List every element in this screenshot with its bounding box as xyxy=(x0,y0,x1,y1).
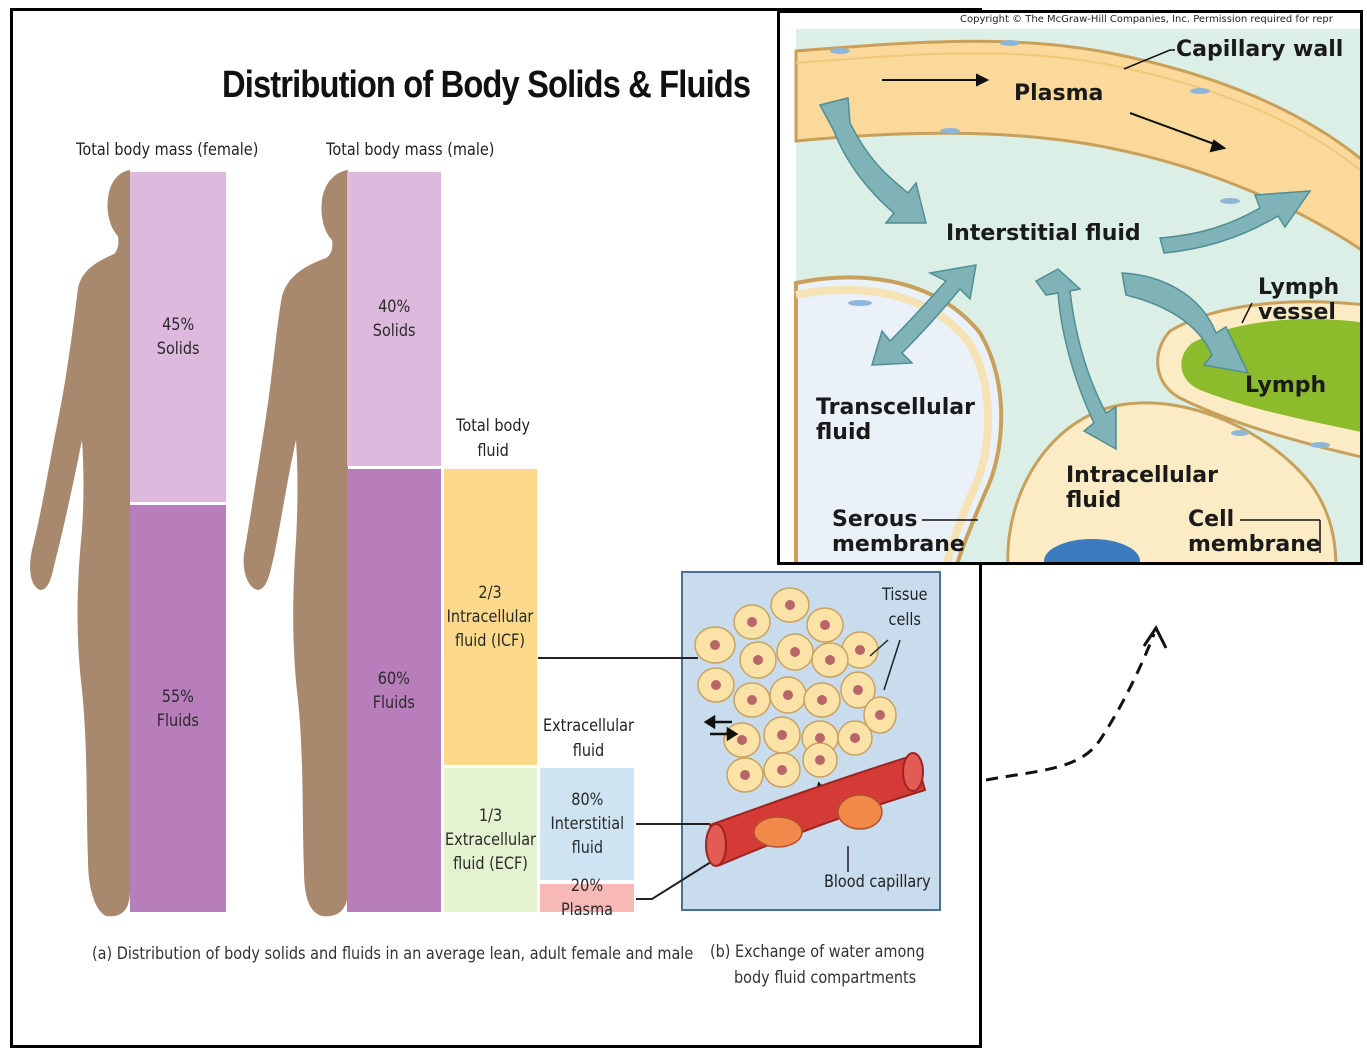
panel-b-caption-line2: body fluid compartments xyxy=(734,968,916,988)
female-fluids-label: 55% Fluids xyxy=(157,685,199,733)
male-fluids-bar: 60% Fluids xyxy=(347,469,441,912)
female-header: Total body mass (female) xyxy=(76,140,258,160)
female-fluids-bar: 55% Fluids xyxy=(130,505,226,912)
blood-capillary-label: Blood capillary xyxy=(824,872,931,892)
capillary-wall-label: Capillary wall xyxy=(1176,37,1343,62)
serous-membrane-label: Serous membrane xyxy=(832,507,965,557)
tissue-cells-label: Tissue cells xyxy=(882,583,928,633)
dashed-pointer-arrow xyxy=(980,620,1180,790)
male-solids-bar: 40% Solids xyxy=(347,172,441,466)
fluid-compartments-inset: Copyright © The McGraw-Hill Companies, I… xyxy=(777,10,1363,565)
transcellular-fluid-label: Transcellular fluid xyxy=(816,395,975,445)
male-silhouette-figure xyxy=(242,170,352,918)
intracellular-fluid-label: Intracellular fluid xyxy=(1066,463,1218,513)
panel-a-caption: (a) Distribution of body solids and flui… xyxy=(92,944,693,964)
male-header: Total body mass (male) xyxy=(326,140,494,160)
female-silhouette-figure xyxy=(26,170,136,918)
slide-title: Distribution of Body Solids & Fluids xyxy=(222,64,750,107)
male-solids-label: 40% Solids xyxy=(373,295,416,343)
cell-membrane-label: Cell membrane xyxy=(1188,507,1321,557)
plasma-label-inset: Plasma xyxy=(1014,81,1103,106)
male-fluids-label: 60% Fluids xyxy=(373,667,415,715)
interstitial-fluid-label: Interstitial fluid xyxy=(946,221,1141,246)
lymph-vessel-label: Lymph vessel xyxy=(1258,275,1339,325)
female-solids-bar: 45% Solids xyxy=(130,172,226,502)
total-body-fluid-header: Total body fluid xyxy=(456,414,530,464)
copyright-notice: Copyright © The McGraw-Hill Companies, I… xyxy=(960,14,1333,25)
panel-b-caption-line1: (b) Exchange of water among xyxy=(710,942,925,962)
lymph-label: Lymph xyxy=(1245,373,1326,398)
female-solids-label: 45% Solids xyxy=(157,313,200,361)
